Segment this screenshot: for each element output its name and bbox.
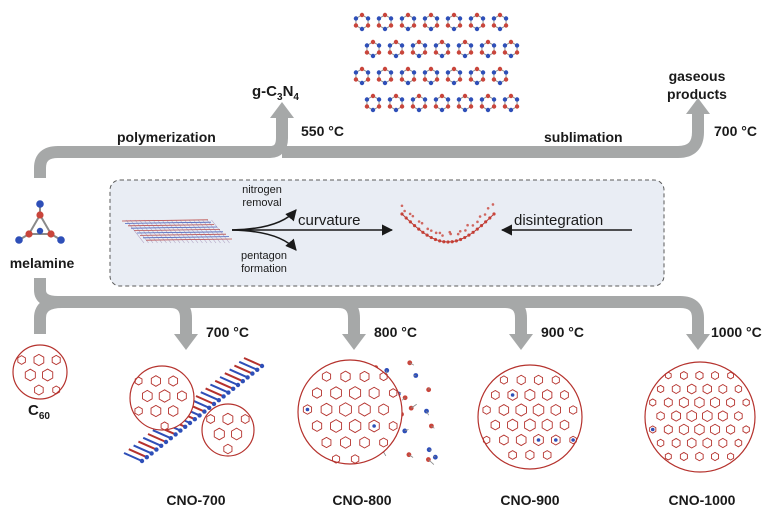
cno-700-cage-a: [129, 365, 195, 431]
temp-1000-label: 1000 °C: [711, 324, 762, 340]
bottom-flow-arrow: [34, 278, 710, 350]
arrowhead-800: [342, 334, 366, 350]
c60-label: C60: [28, 402, 50, 422]
heptazine-unit: [422, 66, 440, 86]
arrowhead-700: [174, 334, 198, 350]
gaseous-line-2: products: [667, 86, 727, 102]
carbon-cages: [12, 344, 756, 473]
curvature-label: curvature: [298, 212, 361, 229]
arrowhead-g-c3n4: [270, 102, 294, 118]
heptazine-unit: [376, 12, 394, 32]
heptazine-unit: [468, 66, 486, 86]
heptazine-unit: [399, 12, 417, 32]
sublimation-label: sublimation: [544, 129, 623, 145]
heptazine-unit: [410, 93, 428, 113]
heptazine-unit: [353, 66, 371, 86]
temp-900-label: 900 °C: [541, 324, 584, 340]
g-c3n4-sub-1: 3: [277, 92, 283, 103]
temp-800-label: 800 °C: [374, 324, 417, 340]
heptazine-unit: [502, 39, 520, 59]
heptazine-unit: [445, 66, 463, 86]
heptazine-unit: [502, 93, 520, 113]
heptazine-unit: [491, 66, 509, 86]
heptazine-unit: [387, 39, 405, 59]
melamine-label: melamine: [9, 255, 75, 271]
cno-700-label: CNO-700: [166, 492, 226, 508]
heptazine-unit: [364, 39, 382, 59]
heptazine-unit: [410, 39, 428, 59]
g-c3n4-sheet: [353, 12, 520, 113]
gaseous-line-1: gaseous: [668, 68, 726, 84]
curved-carbon-fragment: [400, 203, 496, 244]
g-c3n4-part-b: N: [282, 83, 294, 100]
temp-700-top-label: 700 °C: [714, 123, 757, 139]
cno-800-cage: [297, 359, 403, 465]
arrowhead-1000: [686, 334, 710, 350]
c60-cage: [12, 344, 68, 400]
heptazine-unit: [399, 66, 417, 86]
nitrogen-line-2: removal: [242, 197, 282, 209]
cno-1000-cage: [644, 361, 756, 473]
heptazine-unit: [353, 12, 371, 32]
heptazine-unit: [445, 12, 463, 32]
cno-900-cage: [477, 364, 583, 470]
heptazine-unit: [456, 39, 474, 59]
heptazine-unit: [456, 93, 474, 113]
cno-900-label: CNO-900: [500, 492, 560, 508]
heptazine-unit: [422, 12, 440, 32]
melamine-molecule: [15, 200, 65, 244]
arrowhead-gaseous: [686, 98, 710, 114]
heptazine-unit: [468, 12, 486, 32]
top-flow-arrow: [34, 98, 710, 178]
gaseous-products-label: gaseous products: [667, 67, 727, 103]
heptazine-unit: [433, 39, 451, 59]
nitrogen-line-1: nitrogen: [242, 184, 282, 196]
heptazine-unit: [387, 93, 405, 113]
pentagon-formation-label: pentagon formation: [241, 250, 287, 276]
heptazine-unit: [479, 39, 497, 59]
pentagon-line-2: formation: [241, 263, 287, 275]
cno-1000-label: CNO-1000: [668, 492, 736, 508]
flat-carbon-sheet: [121, 219, 233, 244]
disintegration-label: disintegration: [514, 212, 604, 229]
heptazine-unit: [479, 93, 497, 113]
inset-arrows: [231, 209, 632, 251]
nitrogen-removal-label: nitrogen removal: [242, 184, 282, 210]
heptazine-unit: [433, 93, 451, 113]
arrowhead-900: [509, 334, 533, 350]
pentagon-line-1: pentagon: [241, 250, 287, 262]
heptazine-unit: [364, 93, 382, 113]
temp-550-label: 550 °C: [301, 123, 344, 139]
c60-sub: 60: [38, 411, 50, 422]
g-c3n4-sub-2: 4: [293, 92, 299, 103]
heptazine-unit: [491, 12, 509, 32]
cno-700-cage-b: [201, 403, 255, 457]
cno-800-label: CNO-800: [332, 492, 392, 508]
g-c3n4-part-a: g-C: [252, 83, 277, 100]
temp-700-label: 700 °C: [206, 324, 249, 340]
heptazine-unit: [376, 66, 394, 86]
c60-part-a: C: [28, 402, 39, 419]
mechanism-inset-box: [109, 179, 665, 287]
g-c3n4-label: g-C3N4: [252, 83, 299, 103]
polymerization-label: polymerization: [117, 129, 216, 145]
